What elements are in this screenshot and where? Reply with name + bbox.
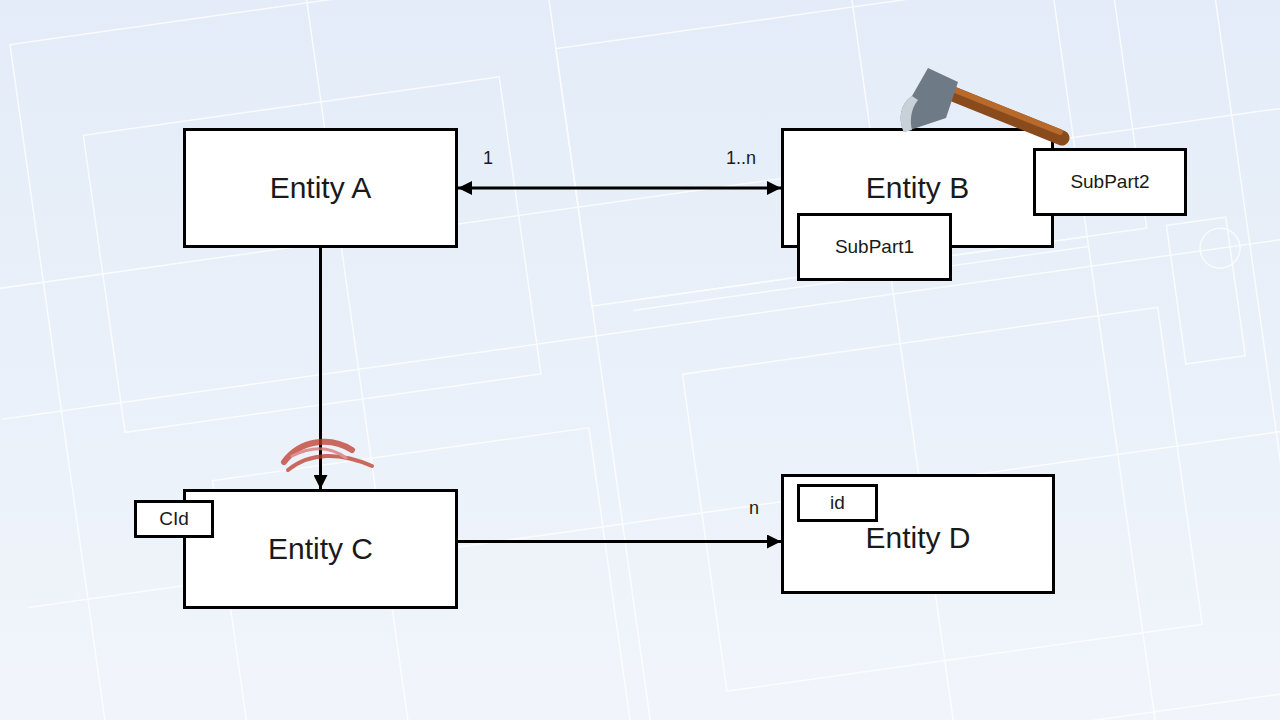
blood-smear <box>284 442 372 470</box>
node-text: id <box>830 492 845 514</box>
multiplicity-label: 1..n <box>726 148 756 169</box>
relation-arrow <box>458 187 781 190</box>
node-text: CId <box>159 508 189 530</box>
node-text: SubPart2 <box>1070 171 1149 193</box>
node-text: Entity A <box>270 171 372 205</box>
entity-box: Entity A <box>183 128 458 248</box>
key-box: CId <box>134 500 214 538</box>
subpart-box: SubPart1 <box>797 213 952 281</box>
subpart-box: SubPart2 <box>1033 148 1187 216</box>
entity-box: Entity CCId <box>183 489 458 609</box>
relation-arrow <box>458 540 781 543</box>
axe-illustration <box>901 68 1062 138</box>
node-text: SubPart1 <box>835 236 914 258</box>
entity-box: Entity D id <box>781 474 1055 594</box>
relation-arrow <box>319 248 322 489</box>
multiplicity-label: 1 <box>483 148 493 169</box>
entity-box: Entity BSubPart2SubPart1 <box>781 128 1054 248</box>
key-box: id <box>797 484 878 522</box>
node-text: Entity B <box>866 171 969 205</box>
node-text: Entity C <box>268 532 373 566</box>
node-text: Entity D <box>865 521 970 555</box>
multiplicity-label: n <box>749 498 759 519</box>
